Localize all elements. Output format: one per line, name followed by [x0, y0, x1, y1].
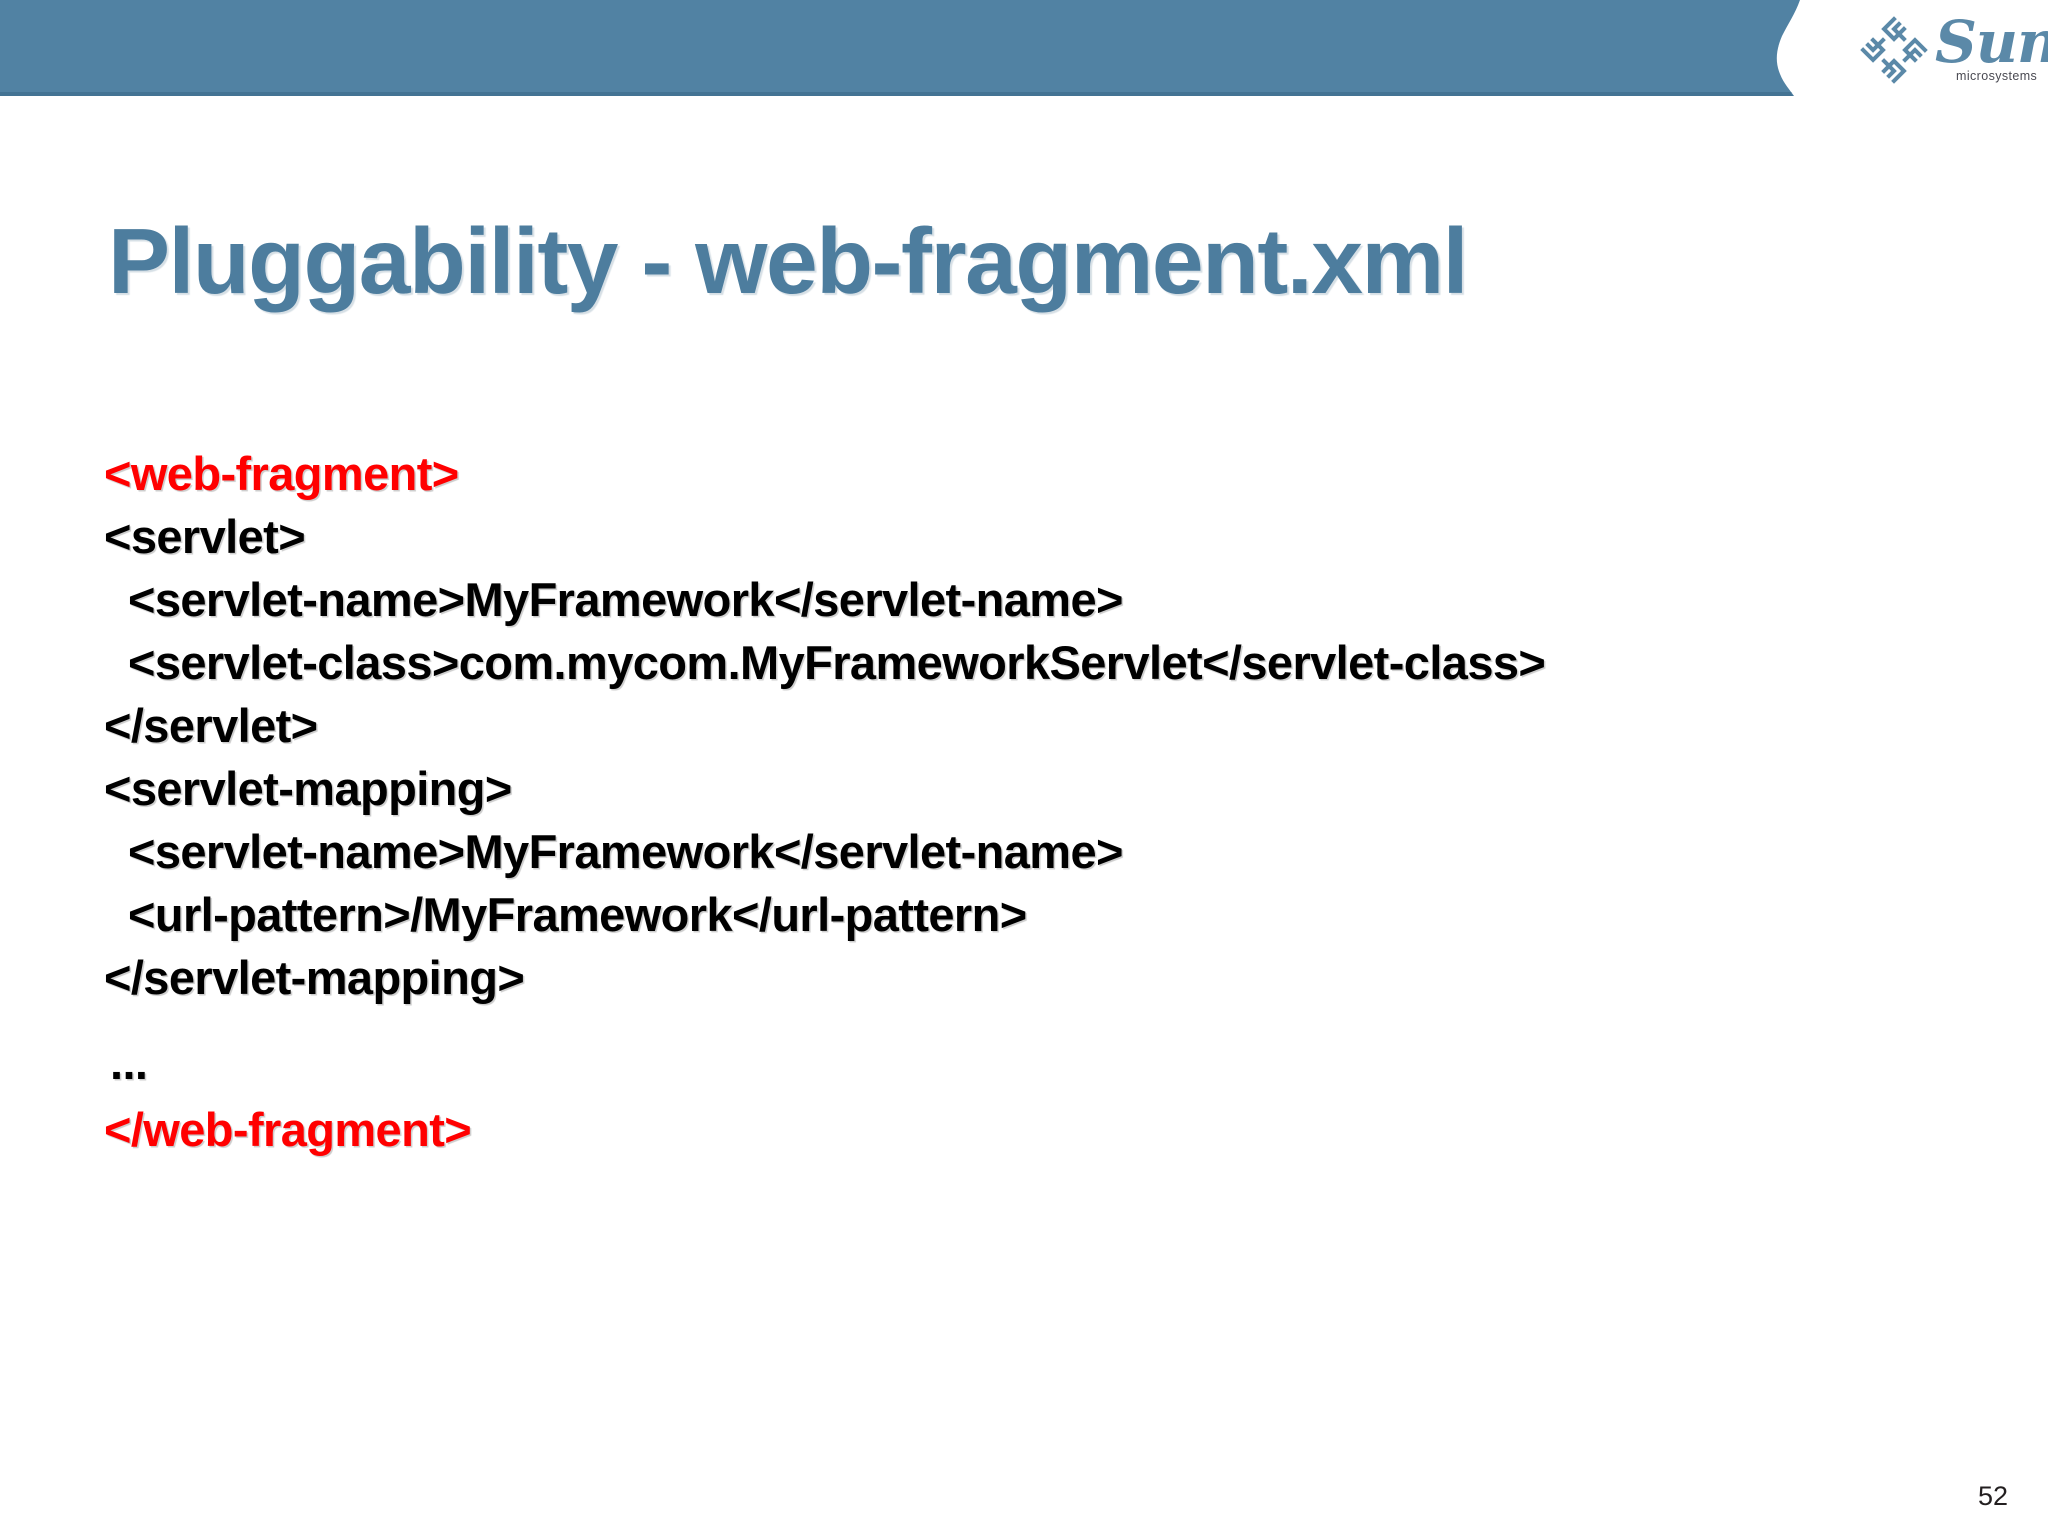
code-line: </web-fragment> — [104, 1103, 472, 1156]
code-line: <servlet-mapping> — [104, 762, 512, 815]
xml-code-block: <web-fragment> <servlet> <servlet-name>MyF… — [100, 442, 1960, 1161]
sun-wordmark-text: Sun — [1935, 7, 2048, 76]
code-line: <servlet> — [104, 510, 306, 563]
sun-microsystems-logo: Sun microsystems — [1855, 8, 2048, 92]
page-number: 52 — [1977, 1481, 2008, 1511]
header-band — [0, 0, 2048, 102]
code-line: <servlet-name>MyFramework</servlet-name> — [128, 573, 1123, 626]
code-line: <servlet-name>MyFramework</servlet-name> — [128, 825, 1123, 878]
code-line: </servlet> — [104, 699, 318, 752]
code-line: ... — [110, 1036, 148, 1089]
code-line: <url-pattern>/MyFramework</url-pattern> — [128, 888, 1027, 941]
code-line: <web-fragment> — [104, 447, 459, 500]
sun-sub-wordmark-text: microsystems — [1956, 69, 2038, 84]
code-line: <servlet-class>com.mycom.MyFrameworkServ… — [128, 636, 1546, 689]
sun-diamond-logo-icon — [1860, 16, 1928, 84]
sun-wordmark: Sun microsystems — [1935, 7, 2048, 84]
code-line: </servlet-mapping> — [104, 951, 525, 1004]
slide-title: Pluggability - web-fragment.xml — [108, 209, 1469, 313]
